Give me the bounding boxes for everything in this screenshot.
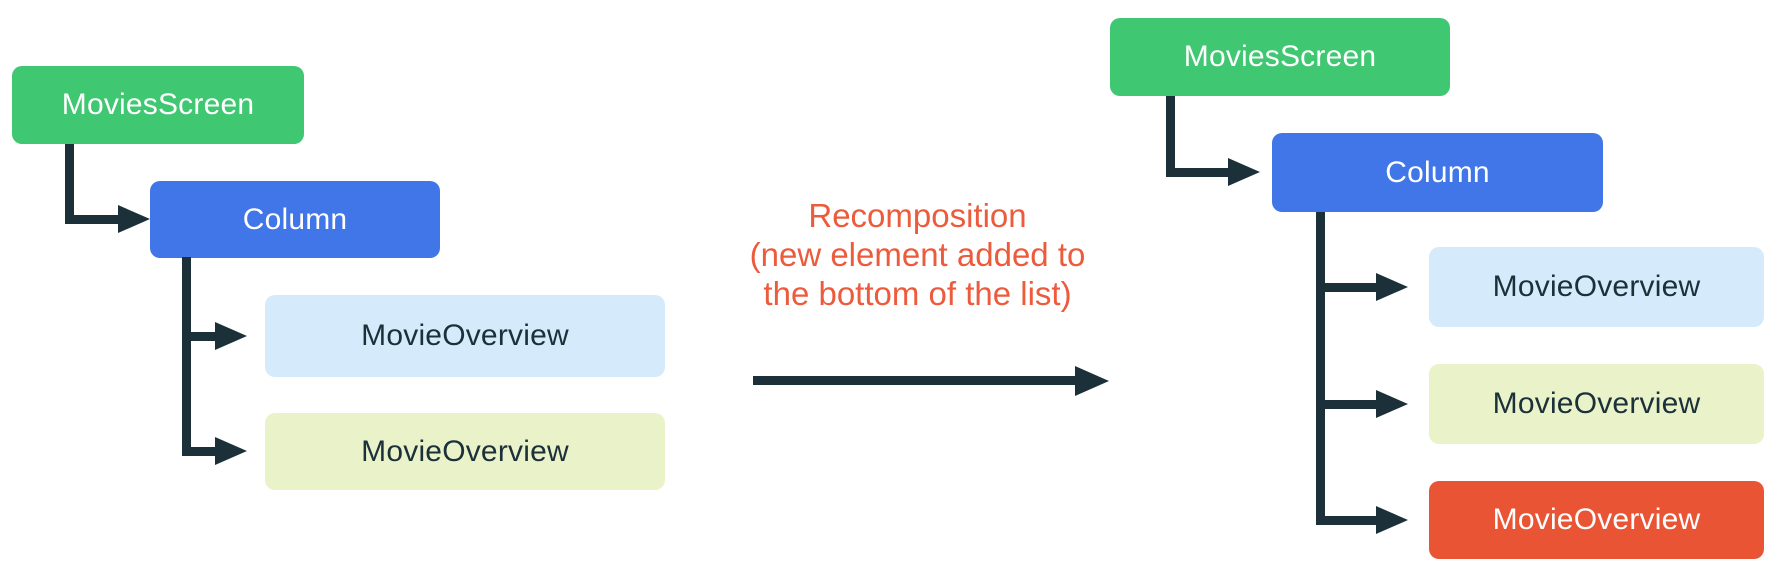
left-movies-screen-node: MoviesScreen (12, 66, 304, 144)
left-branch-1-arrowhead-icon (215, 322, 247, 350)
caption-line-3: the bottom of the list) (763, 275, 1072, 312)
right-branch-3-line (1316, 516, 1376, 525)
right-branch-2-arrowhead-icon (1376, 390, 1408, 418)
left-branch-2-arrowhead-icon (215, 437, 247, 465)
left-column-node: Column (150, 181, 440, 258)
left-branch-1-line (182, 332, 215, 341)
left-branch-2-line (182, 447, 215, 456)
right-root-connector-horizontal-line (1166, 168, 1228, 177)
left-root-connector-horizontal-line (65, 215, 118, 224)
right-branch-1-arrowhead-icon (1376, 273, 1408, 301)
right-column-node: Column (1272, 133, 1603, 212)
right-branch-3-arrowhead-icon (1376, 506, 1408, 534)
right-branch-2-line (1316, 400, 1376, 409)
recomposition-caption: Recomposition (new element added to the … (645, 196, 1190, 313)
recomposition-arrow-line (753, 376, 1075, 385)
right-root-arrowhead-icon (1228, 158, 1260, 186)
right-root-connector-vertical-line (1166, 96, 1175, 177)
right-movies-screen-node: MoviesScreen (1110, 18, 1450, 96)
left-root-arrowhead-icon (118, 205, 150, 233)
right-movie-overview-node-2: MovieOverview (1429, 364, 1764, 444)
caption-line-1: Recomposition (808, 197, 1027, 234)
left-column-trunk-line (182, 257, 191, 456)
right-movie-overview-node-new: MovieOverview (1429, 481, 1764, 559)
left-root-connector-vertical-line (65, 144, 74, 224)
recomposition-arrowhead-icon (1075, 366, 1109, 396)
left-movie-overview-node-2: MovieOverview (265, 413, 665, 490)
caption-line-2: (new element added to (749, 236, 1086, 273)
right-column-trunk-line (1316, 212, 1325, 525)
right-branch-1-line (1316, 283, 1376, 292)
left-movie-overview-node-1: MovieOverview (265, 295, 665, 377)
right-movie-overview-node-1: MovieOverview (1429, 247, 1764, 327)
